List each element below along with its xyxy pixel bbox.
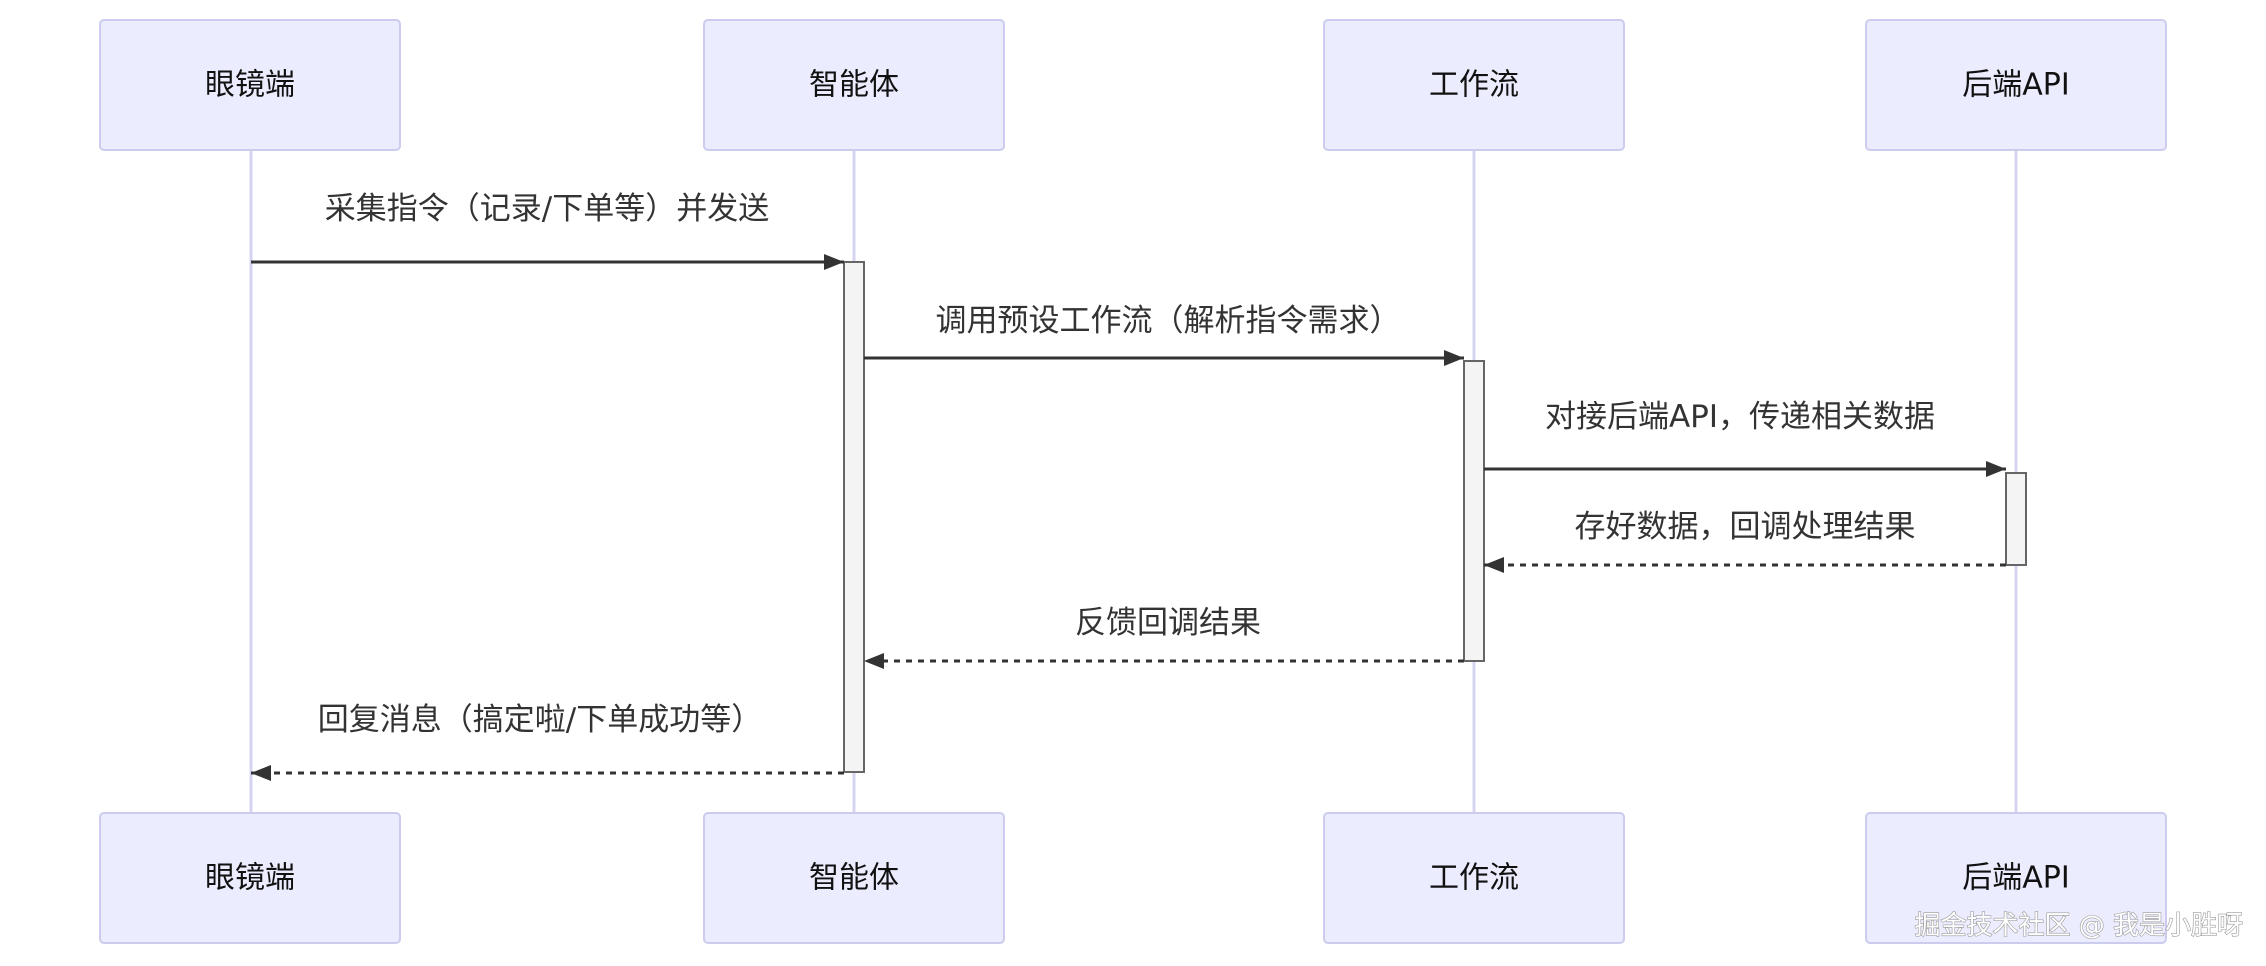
message-label: 对接后端API，传递相关数据	[1545, 399, 1935, 435]
message-2: 调用预设工作流（解析指令需求）	[864, 303, 1464, 366]
message-3: 对接后端API，传递相关数据	[1484, 399, 2006, 477]
participant-glasses-top: 眼镜端	[99, 19, 401, 151]
messages: 采集指令（记录/下单等）并发送 调用预设工作流（解析指令需求） 对接后端API，…	[251, 191, 2006, 781]
message-label: 反馈回调结果	[1075, 605, 1261, 641]
participant-label: 工作流	[1429, 861, 1519, 896]
message-6: 回复消息（搞定啦/下单成功等）	[251, 702, 844, 781]
message-4: 存好数据，回调处理结果	[1484, 509, 2006, 573]
participant-label: 智能体	[809, 861, 899, 896]
participants-bottom: 眼镜端 智能体 工作流 后端API	[99, 812, 2167, 944]
activation-agent	[843, 261, 865, 773]
participant-label: 眼镜端	[205, 861, 295, 896]
watermark-text: 掘金技术社区 @ 我是小胜呀	[1914, 911, 2243, 941]
participant-agent-top: 智能体	[703, 19, 1005, 151]
participant-label: 工作流	[1429, 68, 1519, 103]
participant-label: 智能体	[809, 68, 899, 103]
message-label: 回复消息（搞定啦/下单成功等）	[318, 702, 762, 738]
message-1: 采集指令（记录/下单等）并发送	[251, 191, 844, 270]
activation-backend	[2005, 472, 2027, 566]
message-label: 调用预设工作流（解析指令需求）	[936, 303, 1401, 339]
activation-workflow	[1463, 360, 1485, 662]
participant-label: 眼镜端	[205, 68, 295, 103]
participant-glasses-bottom: 眼镜端	[99, 812, 401, 944]
activations	[843, 261, 2027, 773]
message-label: 采集指令（记录/下单等）并发送	[325, 191, 769, 227]
participants-top: 眼镜端 智能体 工作流 后端API	[99, 19, 2167, 151]
participant-label: 后端API	[1962, 861, 2069, 896]
message-5: 反馈回调结果	[864, 605, 1464, 669]
participant-backend-top: 后端API	[1865, 19, 2167, 151]
participant-workflow-bottom: 工作流	[1323, 812, 1625, 944]
participant-agent-bottom: 智能体	[703, 812, 1005, 944]
participant-backend-bottom: 后端API	[1865, 812, 2167, 944]
message-label: 存好数据，回调处理结果	[1575, 509, 1916, 545]
participant-workflow-top: 工作流	[1323, 19, 1625, 151]
participant-label: 后端API	[1962, 68, 2069, 103]
